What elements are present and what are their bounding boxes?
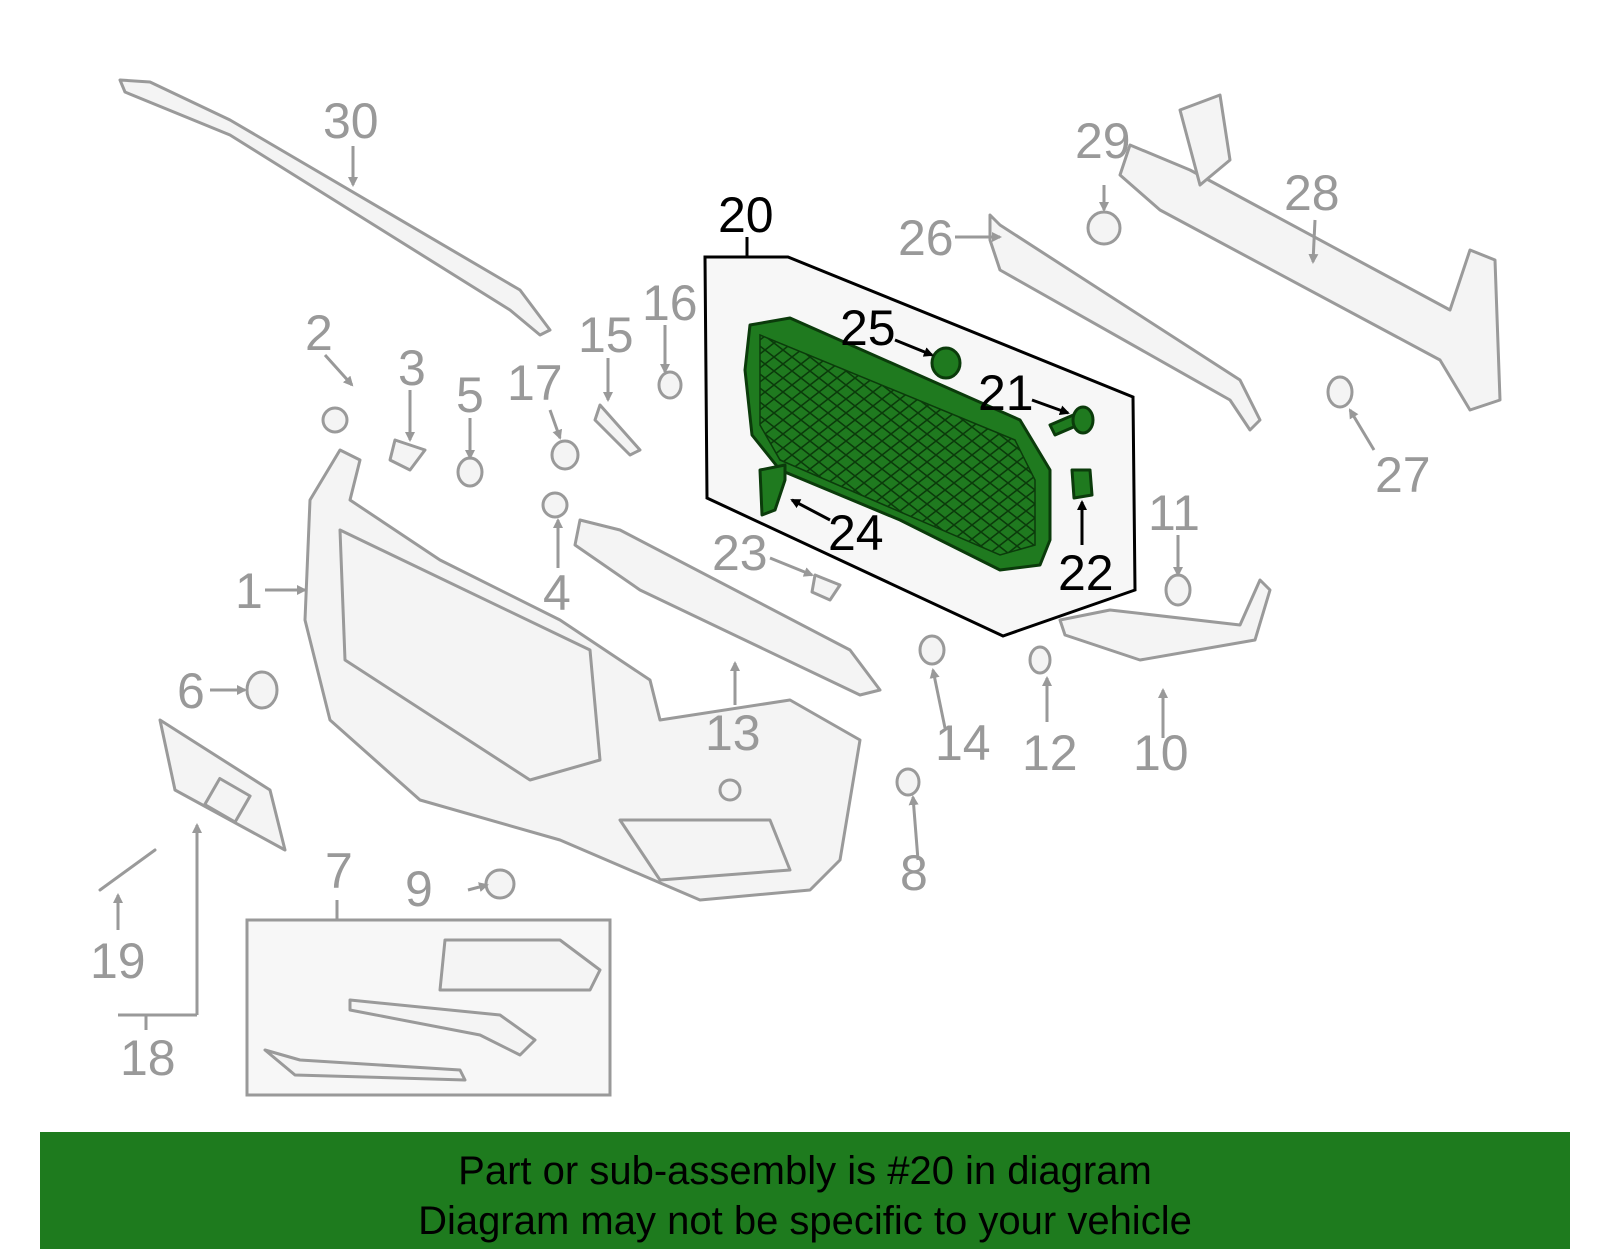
callout-13: 13	[705, 705, 761, 761]
part-1-bumper-cover	[303, 448, 862, 902]
callout-20: 20	[718, 187, 774, 243]
callout-11: 11	[1148, 485, 1200, 541]
callout-17: 17	[507, 355, 563, 411]
callout-9: 9	[405, 861, 433, 917]
part-10-bracket	[1058, 578, 1272, 662]
callout-24: 24	[828, 505, 884, 561]
callout-21: 21	[978, 365, 1034, 421]
part-26-absorber	[988, 213, 1262, 432]
callout-14: 14	[935, 715, 991, 771]
parts-diagram: 30 2 3 5 17 15 16 4 1 6 13 23 14 8 12 10…	[90, 78, 1502, 1097]
callout-7: 7	[325, 843, 353, 899]
callout-16: 16	[642, 275, 698, 331]
callout-25: 25	[840, 300, 896, 356]
callout-26: 26	[898, 210, 954, 266]
callout-5: 5	[456, 367, 484, 423]
callout-23: 23	[712, 525, 768, 581]
part-7-trim-box	[245, 918, 612, 1097]
leader-lines	[113, 146, 1376, 1030]
callout-3: 3	[398, 340, 426, 396]
callout-12: 12	[1022, 725, 1078, 781]
callout-10: 10	[1133, 725, 1189, 781]
callout-8: 8	[900, 845, 928, 901]
callout-4: 4	[543, 565, 571, 621]
info-banner: Part or sub-assembly is #20 in diagram D…	[40, 1132, 1570, 1249]
assembly-20-box	[703, 255, 1137, 638]
callout-19: 19	[90, 933, 146, 989]
callout-15: 15	[578, 307, 634, 363]
callout-6: 6	[177, 663, 205, 719]
callout-30: 30	[323, 93, 379, 149]
callout-labels: 30 2 3 5 17 15 16 4 1 6 13 23 14 8 12 10…	[90, 93, 1431, 1086]
part-13-lower-strip	[573, 518, 882, 697]
callout-2: 2	[305, 305, 333, 361]
part-30-upper-strip	[118, 78, 552, 337]
part-18-plate-bracket	[158, 718, 287, 852]
callout-28: 28	[1284, 165, 1340, 221]
callout-22: 22	[1058, 545, 1114, 601]
callout-1: 1	[235, 563, 263, 619]
leader-lines-highlight	[745, 237, 1087, 545]
banner-line-part-number: Part or sub-assembly is #20 in diagram	[458, 1149, 1152, 1193]
callout-27: 27	[1375, 447, 1431, 503]
callout-18: 18	[120, 1030, 176, 1086]
banner-line-disclaimer: Diagram may not be specific to your vehi…	[418, 1199, 1192, 1243]
callout-29: 29	[1075, 113, 1131, 169]
part-28-reinforcement	[1118, 93, 1502, 412]
